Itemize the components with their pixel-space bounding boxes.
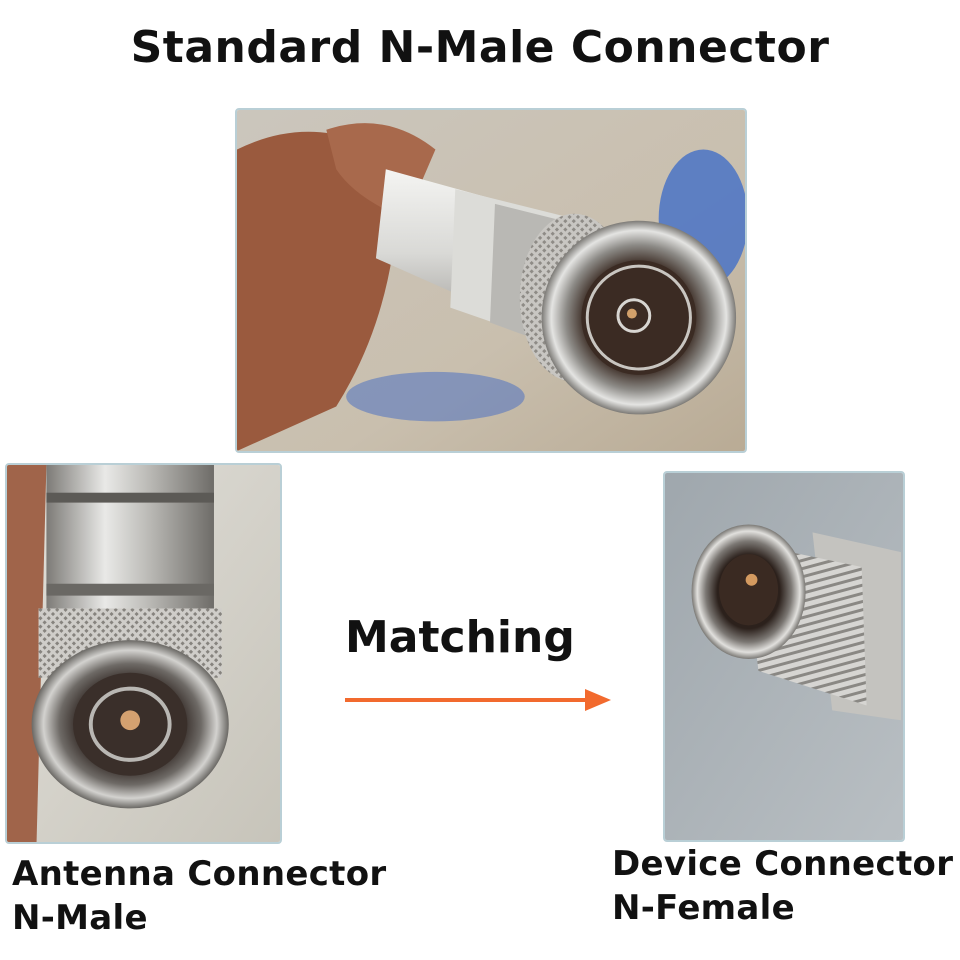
- device-connector-caption-line1: Device Connector: [612, 844, 954, 884]
- antenna-connector-caption-line1: Antenna Connector: [12, 854, 387, 894]
- matching-arrow: [345, 689, 611, 711]
- device-connector-caption-line2: N-Female: [612, 888, 795, 928]
- page-title: Standard N-Male Connector: [130, 22, 830, 73]
- device-connector-caption: Device Connector N-Female: [612, 842, 957, 930]
- antenna-connector-caption-line2: N-Male: [12, 898, 148, 938]
- n-male-connector-photo: [235, 108, 747, 453]
- matching-label: Matching: [345, 612, 575, 663]
- device-n-female-photo: [663, 471, 905, 842]
- n-male-connector-image: [237, 110, 745, 451]
- antenna-n-male-photo: [5, 463, 282, 844]
- device-connector-image: [665, 473, 903, 840]
- antenna-connector-caption: Antenna Connector N-Male: [12, 852, 392, 940]
- antenna-connector-image: [7, 465, 280, 842]
